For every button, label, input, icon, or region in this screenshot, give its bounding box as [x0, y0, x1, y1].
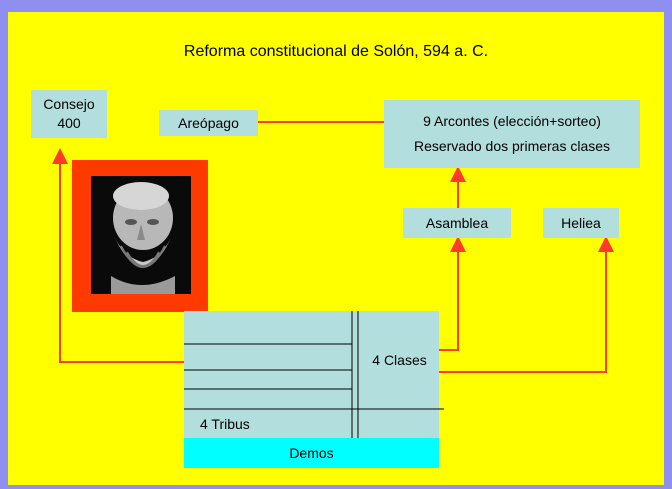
asamblea-label: Asamblea [425, 214, 489, 231]
social-structure-table [184, 311, 439, 438]
consejo-box: Consejo 400 [31, 90, 107, 138]
heliea-box: Heliea [543, 208, 619, 238]
demos-label: Demos [289, 445, 334, 461]
arcontes-box: 9 Arcontes (elección+sorteo) Reservado d… [384, 100, 640, 168]
consejo-label: Consejo [43, 96, 95, 112]
arrow-to-heliea [439, 236, 614, 373]
clases-label: 4 Clases [372, 352, 427, 368]
arrow-to-asamblea [439, 236, 466, 351]
heliea-label: Heliea [561, 214, 601, 231]
solon-portrait-image [91, 176, 191, 294]
demos-bar: Demos [184, 438, 439, 468]
arcontes-label: 9 Arcontes (elección+sorteo) [423, 113, 601, 129]
tribus-label: 4 Tribus [200, 416, 250, 432]
arrow-to-consejo [52, 148, 184, 363]
consejo-count: 400 [57, 115, 81, 131]
diagram-title: Reforma constitucional de Solón, 594 a. … [183, 43, 489, 60]
areopago-box: Areópago [159, 110, 258, 136]
areopago-label: Areópago [178, 114, 239, 131]
arcontes-note: Reservado dos primeras clases [413, 138, 611, 154]
asamblea-box: Asamblea [403, 208, 511, 238]
